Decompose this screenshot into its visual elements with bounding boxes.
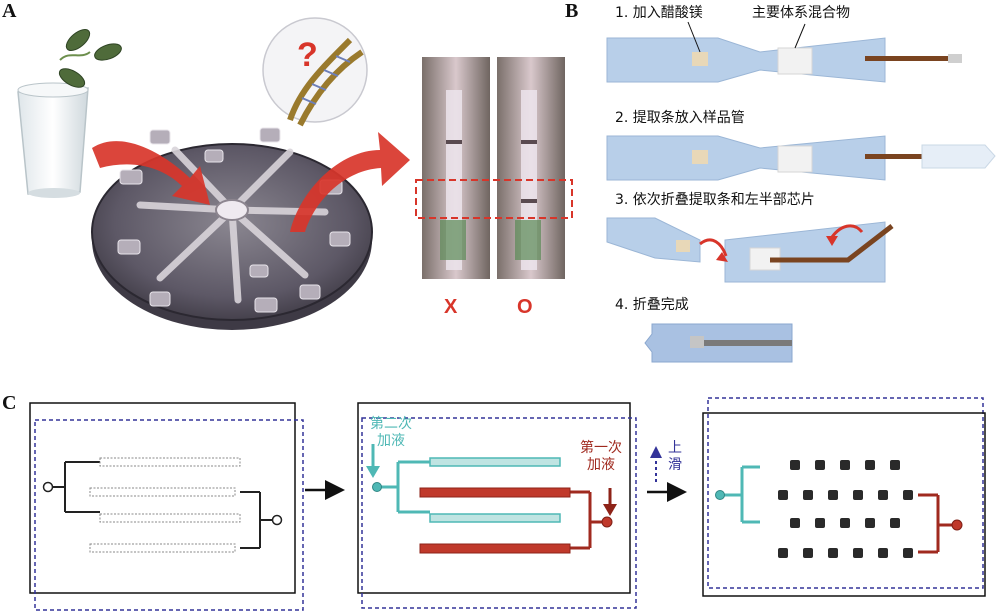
test-tube-o [497, 57, 565, 279]
detection-zone-box [415, 179, 573, 219]
first-addition-label: 第一次 加液 [580, 440, 622, 473]
chip-step-2 [606, 135, 996, 181]
dna-question-bubble [262, 17, 368, 127]
step-3-label: 3. 依次折叠提取条和左半部芯片 [615, 192, 815, 208]
panel-b-letter: B [565, 0, 579, 22]
second-addition-label: 第二次 加液 [370, 416, 412, 449]
panel-c-illustration [29, 397, 986, 611]
step-4-label: 4. 折叠完成 [615, 297, 689, 313]
panel-a-letter: A [2, 0, 17, 22]
chip-step-1 [606, 21, 962, 83]
test-tube-x [422, 57, 490, 279]
panel-c-letter: C [2, 392, 17, 414]
panel-a-illustration [17, 17, 573, 330]
step-1-label: 1. 加入醋酸镁 [615, 5, 703, 21]
panel-b-illustration [606, 21, 996, 363]
chip-step-4 [644, 323, 793, 363]
result-label-o: O [517, 296, 533, 318]
red-arrow-right [290, 132, 410, 232]
red-arrow-left [92, 141, 210, 205]
question-mark: ? [297, 36, 318, 74]
main-mixture-callout: 主要体系混合物 [752, 5, 850, 21]
slide-up-label: 上 滑 [668, 440, 682, 473]
chip-step-3 [606, 217, 894, 283]
milk-glass-icon [17, 82, 89, 198]
result-label-x: X [444, 296, 458, 318]
step-2-label: 2. 提取条放入样品管 [615, 110, 745, 126]
bacteria-icon [58, 29, 122, 88]
